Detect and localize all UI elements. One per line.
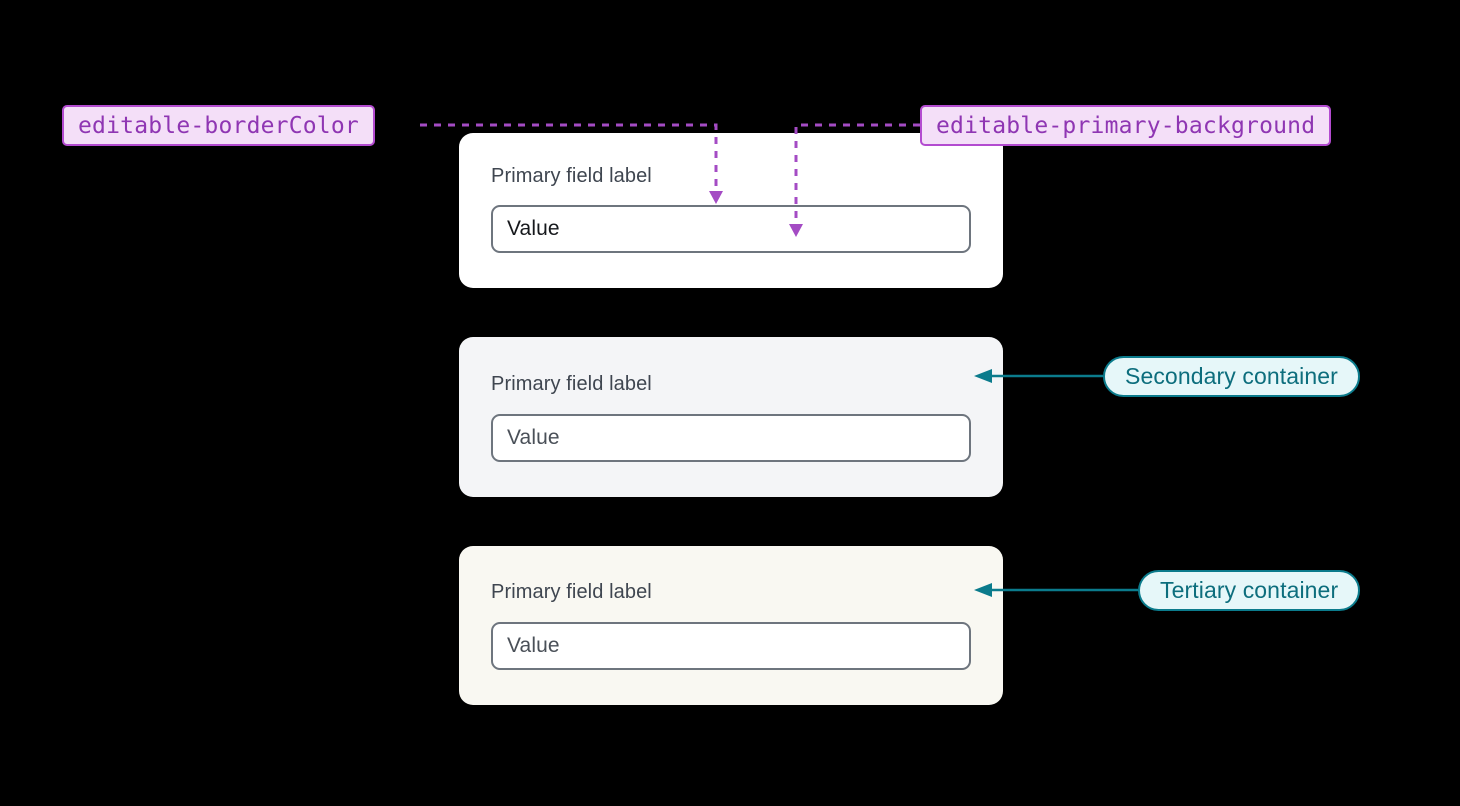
- field-input-secondary[interactable]: Value: [491, 414, 971, 462]
- annotation-secondary-container[interactable]: Secondary container: [1103, 356, 1360, 397]
- annotation-tertiary-container[interactable]: Tertiary container: [1138, 570, 1361, 611]
- field-label-tertiary: Primary field label: [491, 581, 652, 603]
- card-primary: Primary field label Value: [459, 133, 1003, 288]
- card-secondary: Primary field label Value: [459, 337, 1003, 497]
- field-label-primary: Primary field label: [491, 165, 652, 187]
- field-input-tertiary[interactable]: Value: [491, 622, 971, 670]
- annotation-editable-primary-background[interactable]: editable-primary-background: [920, 105, 1332, 146]
- annotation-editable-border-color[interactable]: editable-borderColor: [62, 105, 375, 146]
- field-label-secondary: Primary field label: [491, 373, 652, 395]
- card-tertiary: Primary field label Value: [459, 546, 1003, 705]
- field-input-primary[interactable]: Value: [491, 205, 971, 253]
